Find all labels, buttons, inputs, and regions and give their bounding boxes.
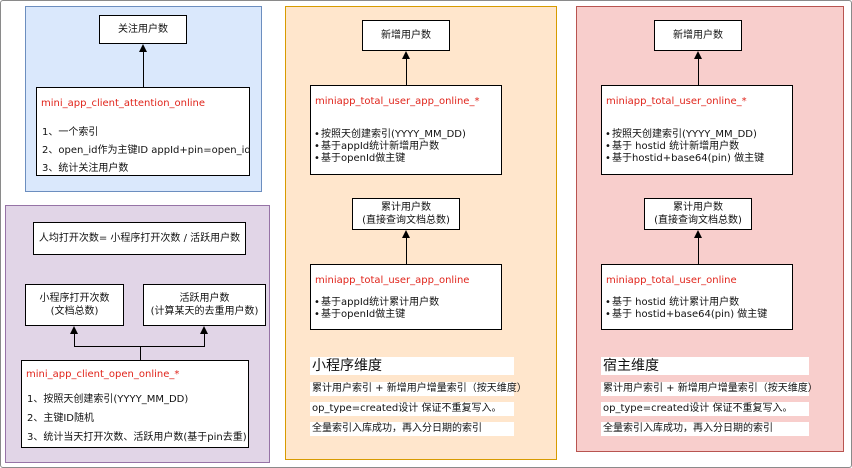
open-connector-bar [74,346,205,347]
host-total-index-name: miniapp_total_user_online [606,275,737,286]
host-total-users-sub: (直接查询文档总数) [654,215,742,226]
miniapp-daily-index-box: miniapp_total_user_app_online_* 按照天创建索引(… [310,85,502,175]
formula-box: 人均打开次数= 小程序打开次数 / 活跃用户数 [33,222,246,255]
open-line-1: 1、按照天创建索引(YYYY_MM_DD) [27,394,189,405]
active-users-sub: (计算某天的去重用户数) [150,306,259,317]
miniapp-new-users-box: 新增用户数 [362,20,450,51]
attention-line-3: 3、统计关注用户数 [42,163,129,174]
miniapp-bullet-2: 基于appId统计新增用户数 [314,141,439,152]
miniapp-bullet2-1: 基于appId统计累计用户数 [314,297,439,308]
attention-line-2: 2、open_id作为主键ID appId+pin=open_id [42,145,251,156]
open-line-2: 2、主键ID随机 [27,413,95,424]
host-bullet2-1: 基于 hostid 统计累计用户数 [605,297,739,308]
attention-arrow-head [139,44,147,52]
miniapp-note-2: op_type=created设计 保证不重复写入。 [310,402,514,416]
open-arrow-left [70,326,78,334]
attention-arrow-line [143,52,144,87]
miniapp-total-users-box: 累计用户数 (直接查询文档总数) [352,198,460,230]
miniapp-note-1: 累计用户索引 + 新增用户增量索引（按天维度） [310,382,527,396]
open-connector-down [140,346,141,360]
host-arrow1-line [698,59,699,85]
host-daily-index-box: miniapp_total_user_online_* 按照天创建索引(YYYY… [601,85,793,175]
open-arrow-right [200,326,208,334]
miniapp-bullet-3: 基于openId做主键 [314,153,405,164]
miniapp-arrow1-head [402,51,410,59]
miniapp-arrow1-line [406,59,407,85]
host-arrow1-head [694,51,702,59]
formula-text: 人均打开次数= 小程序打开次数 / 活跃用户数 [38,233,241,244]
host-total-users-box: 累计用户数 (直接查询文档总数) [644,198,752,230]
open-count-label: 小程序打开次数 [39,293,110,304]
miniapp-arrow2-line [406,238,407,264]
host-new-users-label: 新增用户数 [673,30,723,41]
open-count-sub: (文档总数) [50,306,99,317]
attention-index-name: mini_app_client_attention_online [41,98,206,109]
host-total-index-box: miniapp_total_user_online 基于 hostid 统计累计… [601,264,793,330]
open-index-box: mini_app_client_open_online_* 1、按照天创建索引(… [21,360,249,448]
open-count-box: 小程序打开次数 (文档总数) [25,284,124,326]
active-users-label: 活跃用户数 [179,293,230,304]
miniapp-total-index-box: miniapp_total_user_app_online 基于appId统计累… [310,264,502,330]
open-index-name: mini_app_client_open_online_* [26,369,180,380]
miniapp-total-users-label: 累计用户数 [381,202,431,213]
miniapp-heading: 小程序维度 [310,357,514,375]
host-total-users-label: 累计用户数 [673,202,723,213]
host-note-2: op_type=created设计 保证不重复写入。 [601,402,809,416]
host-note-1: 累计用户索引 + 新增用户增量索引（按天维度） [601,382,818,396]
active-users-box: 活跃用户数 (计算某天的去重用户数) [143,284,266,326]
attention-index-box: mini_app_client_attention_online 1、一个索引 … [36,87,251,176]
host-heading: 宿主维度 [601,357,809,375]
host-bullet2-2: 基于 hostid+base64(pin) 做主键 [605,309,767,320]
host-bullet-1: 按照天创建索引(YYYY_MM_DD) [605,129,757,140]
open-line-3: 3、统计当天打开次数、活跃用户数(基于pin去重) [27,432,247,443]
miniapp-total-users-sub: (直接查询文档总数) [362,215,450,226]
miniapp-note-3: 全量索引入库成功，再入分日期的索引 [310,422,514,436]
attention-count-label: 关注用户数 [118,24,168,35]
miniapp-bullet2-2: 基于openId做主键 [314,309,405,320]
host-arrow2-head [694,230,702,238]
host-new-users-box: 新增用户数 [654,20,742,51]
host-bullet-3: 基于hostid+base64(pin) 做主键 [605,153,764,164]
host-arrow2-line [698,238,699,264]
miniapp-daily-index-name: miniapp_total_user_app_online_* [315,96,480,107]
host-bullet-2: 基于 hostid 统计新增用户数 [605,141,739,152]
host-daily-index-name: miniapp_total_user_online_* [606,96,747,107]
open-connector-left [74,334,75,346]
host-note-3: 全量索引入库成功，再入分日期的索引 [601,422,809,436]
miniapp-new-users-label: 新增用户数 [381,30,431,41]
attention-count-box: 关注用户数 [99,15,187,44]
attention-line-1: 1、一个索引 [42,127,99,138]
miniapp-total-index-name: miniapp_total_user_app_online [315,275,470,286]
open-connector-right [204,334,205,346]
miniapp-bullet-1: 按照天创建索引(YYYY_MM_DD) [314,129,466,140]
miniapp-arrow2-head [402,230,410,238]
